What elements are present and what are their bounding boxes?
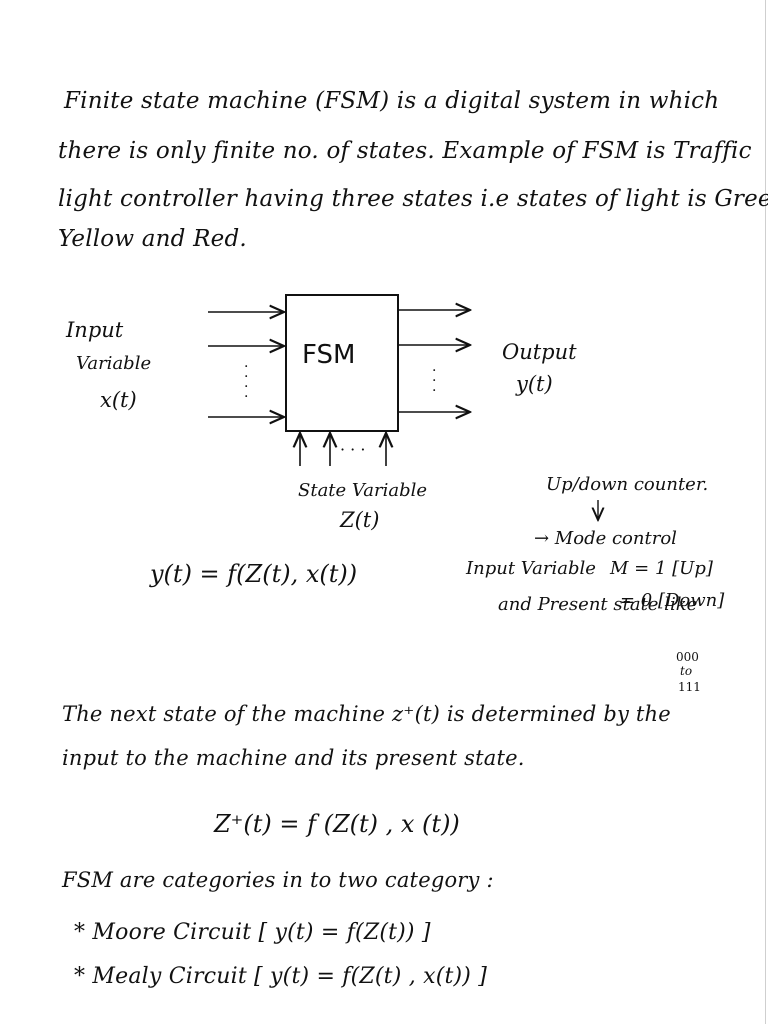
input-variable-label: Input Variable — [466, 558, 596, 579]
input-label-2: Variable — [76, 353, 152, 374]
output-label-1: Output — [502, 340, 577, 364]
categories-heading: FSM are categories in to two category : — [62, 868, 494, 892]
state-111: 111 — [678, 680, 701, 694]
intro-line-2: there is only finite no. of states. Exam… — [58, 138, 752, 164]
mealy-circuit: * Mealy Circuit [ y(t) = f(Z(t) , x(t)) … — [74, 964, 488, 989]
state-label-2: Z(t) — [340, 508, 380, 532]
intro-line-1: Finite state machine (FSM) is a digital … — [64, 88, 720, 114]
intro-line-3: light controller having three states i.e… — [58, 186, 768, 212]
output-label-2: y(t) — [516, 372, 553, 396]
mode-up: M = 1 [Up] — [610, 558, 713, 579]
next-state-equation: Z⁺(t) = f (Z(t) , x (t)) — [214, 810, 460, 838]
state-dots: · · · — [340, 440, 366, 459]
state-to: to — [680, 664, 693, 678]
output-equation: y(t) = f(Z(t), x(t)) — [150, 560, 358, 588]
page-edge — [765, 0, 766, 1024]
state-000: 000 — [676, 650, 699, 664]
next-state-line-2: input to the machine and its present sta… — [62, 746, 525, 770]
input-dots: ···· — [244, 359, 249, 405]
mode-down: = 0 [Down] — [620, 590, 725, 611]
and-present-state: and Present state like — [498, 594, 698, 615]
mode-control: → Mode control — [534, 528, 677, 549]
output-dots: ··· — [432, 363, 437, 399]
moore-circuit: * Moore Circuit [ y(t) = f(Z(t)) ] — [74, 920, 431, 945]
counter-title: Up/down counter. — [546, 474, 709, 495]
next-state-line-1: The next state of the machine z⁺(t) is d… — [62, 702, 671, 726]
fsm-box — [285, 294, 399, 432]
state-label-1: State Variable — [298, 480, 428, 501]
input-label-1: Input — [66, 318, 124, 342]
input-label-3: x(t) — [100, 388, 137, 412]
fsm-block-label: FSM — [302, 340, 356, 370]
intro-line-4: Yellow and Red. — [58, 226, 247, 252]
